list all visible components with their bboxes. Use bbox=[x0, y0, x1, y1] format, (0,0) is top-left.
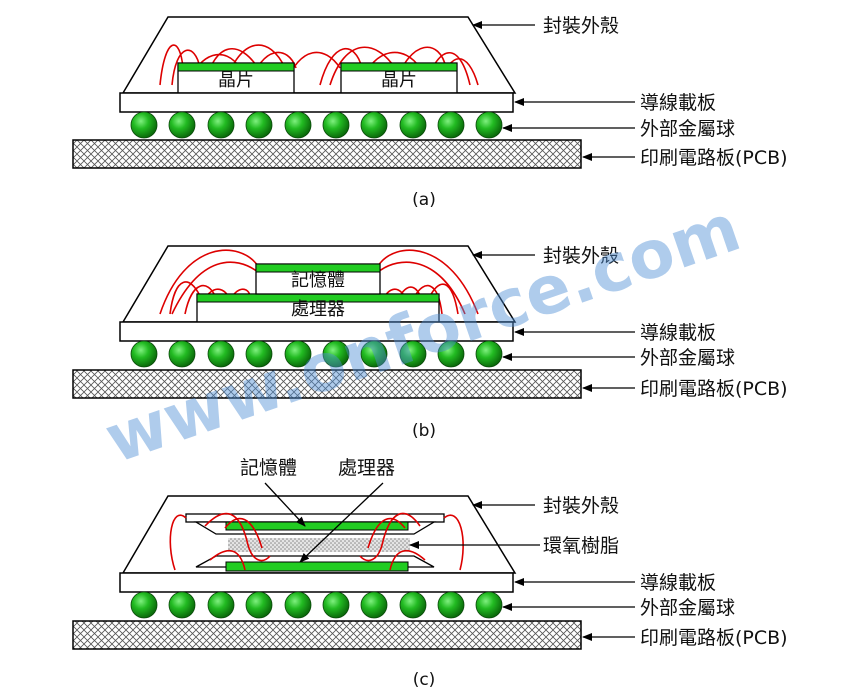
memory-label: 記憶體 bbox=[291, 270, 345, 291]
label-memory: 記憶體 bbox=[240, 457, 297, 479]
caption-a: (a) bbox=[412, 190, 436, 210]
upper-substrate bbox=[185, 513, 445, 523]
die-right-label: 晶片 bbox=[381, 70, 417, 91]
substrate bbox=[119, 92, 514, 113]
label-substrate: 導線載板 bbox=[640, 572, 716, 594]
substrate bbox=[119, 321, 514, 342]
die-left-label: 晶片 bbox=[218, 70, 254, 91]
label-pcb: 印刷電路板(PCB) bbox=[640, 378, 788, 400]
caption-b: (b) bbox=[412, 421, 436, 441]
diagram-b: 處理器 記憶體 封裝外殼 導線載板 外部金屬球 印刷電路板(PCB) (b) bbox=[72, 245, 788, 441]
diagram-a: 晶片 晶片 封裝外殼 導線載板 外部金屬球 印刷電路板(PCB) (a) bbox=[72, 15, 788, 210]
pcb bbox=[72, 139, 582, 169]
caption-c: (c) bbox=[413, 670, 436, 690]
die-left-green bbox=[177, 62, 295, 72]
bond-wires bbox=[169, 512, 464, 571]
label-package-shell: 封裝外殼 bbox=[543, 495, 619, 517]
label-substrate: 導線載板 bbox=[640, 92, 716, 114]
label-pcb: 印刷電路板(PCB) bbox=[640, 627, 788, 649]
diagram-c: 記憶體 處理器 封裝外殼 環氧樹脂 導線載板 外部金屬球 印刷電路板(PCB) … bbox=[72, 457, 788, 690]
epoxy-layer bbox=[228, 538, 410, 552]
pcb bbox=[72, 369, 582, 399]
processor-green bbox=[225, 561, 409, 572]
label-processor: 處理器 bbox=[338, 457, 395, 479]
solder-balls bbox=[130, 591, 503, 619]
label-substrate: 導線載板 bbox=[640, 322, 716, 344]
memory-green bbox=[255, 263, 381, 273]
processor-label: 處理器 bbox=[291, 299, 345, 320]
label-solder-balls: 外部金屬球 bbox=[640, 597, 735, 619]
die-right-green bbox=[340, 62, 458, 72]
pcb bbox=[72, 620, 582, 650]
label-solder-balls: 外部金屬球 bbox=[640, 347, 735, 369]
label-package-shell: 封裝外殼 bbox=[543, 245, 619, 267]
substrate bbox=[119, 572, 514, 593]
label-pcb: 印刷電路板(PCB) bbox=[640, 147, 788, 169]
label-solder-balls: 外部金屬球 bbox=[640, 118, 735, 140]
solder-balls bbox=[130, 111, 503, 139]
label-epoxy: 環氧樹脂 bbox=[543, 535, 619, 557]
solder-balls bbox=[130, 340, 503, 368]
label-package-shell: 封裝外殼 bbox=[543, 15, 619, 37]
